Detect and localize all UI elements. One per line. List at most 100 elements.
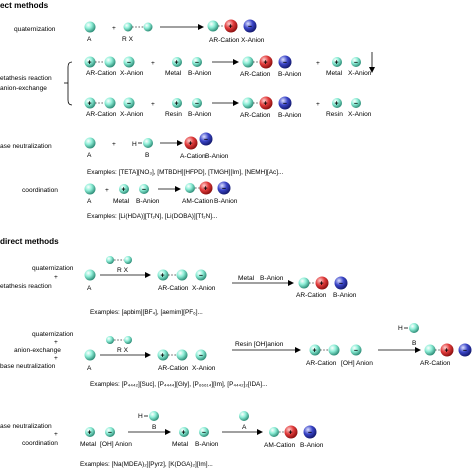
- ball-red: [440, 343, 454, 357]
- ball-cyan: [104, 97, 116, 109]
- label-B-Anion: B-Anion: [278, 71, 302, 78]
- label-B-Anion: B-Anion: [300, 442, 324, 449]
- ball-blue: [217, 181, 231, 195]
- plus-sign: +: [316, 101, 320, 108]
- ball-blue: [334, 276, 348, 290]
- positive-charge-icon: +: [264, 101, 268, 108]
- negative-charge-icon: –: [195, 60, 199, 67]
- positive-charge-icon: +: [122, 187, 126, 194]
- examples-coordination: Examples: [Li(HDA)][Tf₂N], [Li(DOBA)][Tf…: [87, 213, 218, 220]
- plus-sign: +: [112, 25, 116, 32]
- ball-blue: [303, 425, 317, 439]
- label-A: A: [87, 36, 92, 43]
- ball-cyan: [105, 427, 115, 437]
- ball-cyan: [269, 427, 279, 437]
- negative-charge-icon: –: [142, 187, 146, 194]
- negative-charge-icon: –: [463, 348, 467, 355]
- label-B-Anion: B-Anion: [188, 70, 212, 77]
- negative-charge-icon: –: [308, 430, 312, 437]
- ball-red: [315, 276, 329, 290]
- ball-cyan: [176, 349, 188, 361]
- label-A: A: [87, 365, 92, 372]
- plus-sign: +: [54, 274, 58, 281]
- negative-charge-icon: –: [222, 186, 226, 193]
- positive-charge-icon: +: [175, 60, 179, 67]
- label-B-Anion: B-Anion: [205, 153, 229, 160]
- positive-charge-icon: +: [264, 60, 268, 67]
- positive-charge-icon: +: [313, 348, 317, 355]
- ball-cyan: [84, 183, 96, 195]
- label-Resin: Resin: [165, 111, 182, 118]
- ball-red: [284, 425, 298, 439]
- label-B: B: [152, 424, 157, 431]
- ball-cyan: [123, 22, 133, 32]
- ball-cyan: [409, 323, 419, 333]
- negative-charge-icon: –: [199, 353, 203, 360]
- label-A: A: [242, 424, 247, 431]
- label-X-Anion: X-Anion: [192, 365, 216, 372]
- label-Metal: Metal: [238, 275, 255, 282]
- ball-cyan: [242, 97, 254, 109]
- ball-cyan: [84, 97, 96, 109]
- label-metathesis-reaction: etathesis reaction: [0, 75, 52, 82]
- plus-sign: +: [54, 355, 58, 362]
- negative-charge-icon: –: [199, 273, 203, 280]
- label-B: B: [145, 152, 150, 159]
- label-B-Anion: B-Anion: [136, 198, 160, 205]
- label-base-neutralization: base neutralization: [0, 363, 56, 370]
- negative-charge-icon: –: [354, 101, 358, 108]
- plus-sign: +: [151, 101, 155, 108]
- ball-cyan: [123, 56, 135, 68]
- ball-blue: [243, 19, 257, 33]
- plus-sign: +: [105, 187, 109, 194]
- label-X-Anion: X-Anion: [348, 70, 372, 77]
- ball-blue: [458, 343, 472, 357]
- label-X-Anion: X-Anion: [120, 111, 144, 118]
- ball-cyan: [157, 269, 169, 281]
- label-Metal: Metal: [326, 70, 343, 77]
- label-Resin-OH-anion: Resin [OH]anion: [235, 341, 284, 348]
- ball-cyan: [195, 269, 207, 281]
- label-AR-Cation: AR-Cation: [86, 70, 117, 77]
- ball-cyan: [192, 98, 202, 108]
- label-AR-Cation: AR-Cation: [420, 360, 451, 367]
- label-R-X: R X: [117, 267, 129, 274]
- label-coordination: coordination: [22, 187, 58, 194]
- negative-charge-icon: –: [354, 60, 358, 67]
- ball-cyan: [149, 411, 159, 421]
- label-Metal: Metal: [113, 198, 130, 205]
- ball-red: [184, 136, 198, 150]
- label-A-Cation: A-Cation: [180, 153, 206, 160]
- ball-red: [224, 19, 238, 33]
- ball-cyan: [192, 57, 202, 67]
- ball-cyan: [298, 277, 310, 289]
- negative-charge-icon: –: [248, 24, 252, 31]
- ball-cyan: [179, 427, 189, 437]
- positive-charge-icon: +: [289, 430, 293, 437]
- label-B: B: [412, 340, 417, 347]
- ball-cyan: [242, 56, 254, 68]
- label-X-Anion: X-Anion: [192, 285, 216, 292]
- ball-cyan: [119, 184, 129, 194]
- ball-red: [199, 181, 213, 195]
- examples-neutralization: Examples: [TETA][NO₃], [MTBDH][HFPD], [T…: [87, 169, 284, 176]
- label-Metal: Metal: [172, 441, 189, 448]
- examples-quat-exchange-neutralization: Examples: [P₄₄₄₂][Suc], [P₄₄₄₄][Gly], [P…: [90, 381, 268, 388]
- positive-charge-icon: +: [204, 186, 208, 193]
- label-H: H: [138, 413, 143, 420]
- label-anion-exchange: anion-exchange: [0, 85, 47, 92]
- label-AR-Cation: AR-Cation: [158, 285, 189, 292]
- examples-quat-metathesis: Examples: [apbim][BF₄], [aemim][PF₆]...: [90, 309, 203, 316]
- positive-charge-icon: +: [88, 60, 92, 67]
- ball-cyan: [172, 98, 182, 108]
- label-AR-Cation: AR-Cation: [209, 37, 240, 44]
- ball-cyan: [328, 344, 340, 356]
- ball-blue: [278, 96, 292, 110]
- ball-cyan: [207, 20, 219, 32]
- label-B-Anion: B-Anion: [188, 111, 212, 118]
- positive-charge-icon: +: [88, 430, 92, 437]
- ball-cyan: [84, 21, 96, 33]
- ball-cyan: [332, 57, 342, 67]
- positive-charge-icon: +: [161, 353, 165, 360]
